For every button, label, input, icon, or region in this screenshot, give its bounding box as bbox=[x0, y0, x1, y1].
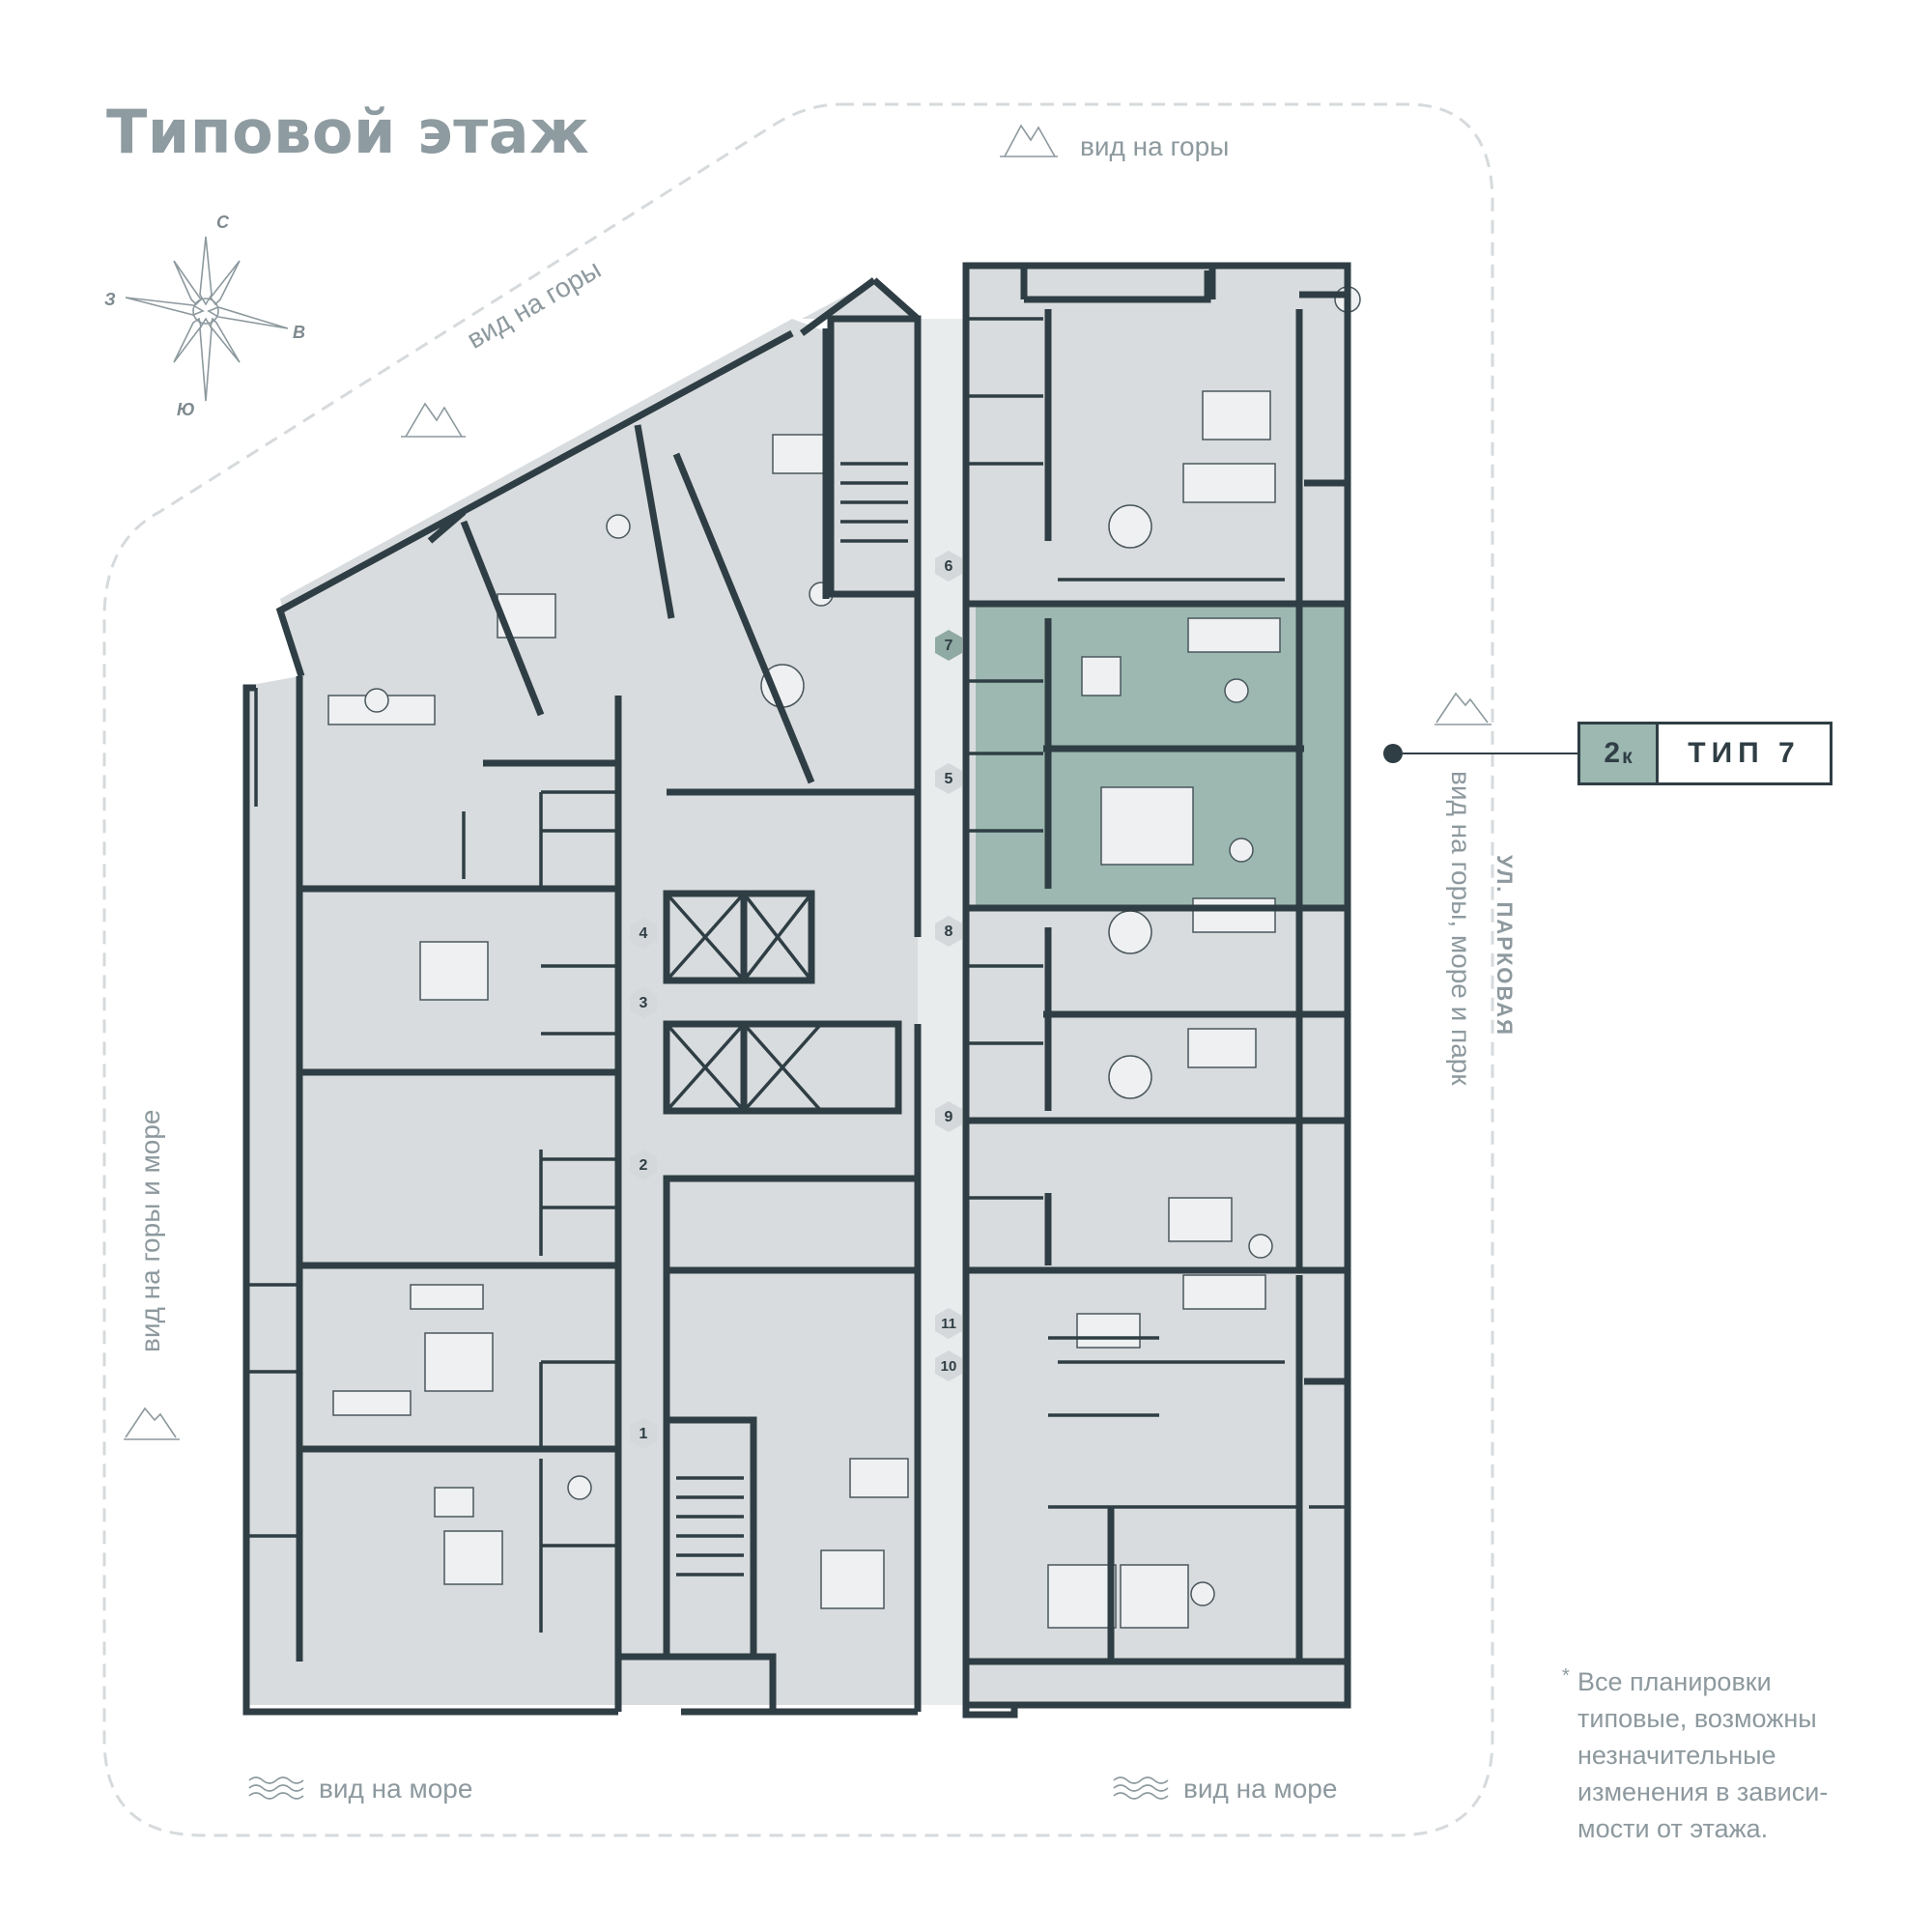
entrance-label-8: 8 bbox=[945, 923, 953, 940]
compass-north-label: С bbox=[216, 213, 229, 232]
left-wing-outer-wall bbox=[275, 329, 794, 678]
entrance-label-3: 3 bbox=[639, 995, 648, 1011]
mountain-icon bbox=[1000, 124, 1058, 157]
entrance-marker-2: 2 bbox=[630, 1150, 657, 1180]
entrance-marker-4: 4 bbox=[630, 918, 657, 949]
view-bottom-left-label: вид на море bbox=[319, 1774, 473, 1804]
entrance-label-10: 10 bbox=[941, 1358, 957, 1375]
page-title: Типовой этаж bbox=[106, 97, 590, 167]
compass-east-label: В bbox=[293, 323, 305, 342]
legend-pointer-dot bbox=[1383, 744, 1403, 763]
view-left-label: вид на горы и море bbox=[135, 1109, 165, 1352]
left-wing-floor bbox=[246, 319, 918, 1705]
entrance-marker-7: 7 bbox=[935, 630, 962, 661]
entrance-label-5: 5 bbox=[945, 771, 953, 787]
right-wing-outer-wall bbox=[962, 262, 1351, 1709]
view-bottom-right-label: вид на море bbox=[1183, 1774, 1338, 1804]
view-right-label: вид на горы, море и парк bbox=[1446, 771, 1476, 1086]
entrance-label-4: 4 bbox=[639, 925, 648, 942]
street-label: УЛ. ПАРКОВАЯ bbox=[1492, 855, 1517, 1037]
wave-icon bbox=[248, 1776, 304, 1800]
entrance-marker-9: 9 bbox=[935, 1101, 962, 1132]
footnote: * Все планировки типовые, возможны незна… bbox=[1562, 1663, 1867, 1847]
entrance-marker-11: 11 bbox=[935, 1308, 962, 1339]
legend-rooms-count: 2 bbox=[1604, 737, 1621, 769]
entrance-label-2: 2 bbox=[639, 1157, 648, 1174]
footnote-text: Все планировки типовые, возможны незначи… bbox=[1577, 1667, 1829, 1843]
wave-icon bbox=[1113, 1776, 1169, 1800]
view-top-label: вид на горы bbox=[1080, 131, 1230, 161]
entrance-label-7: 7 bbox=[945, 638, 953, 654]
corridor-floor bbox=[918, 319, 966, 1705]
entrance-label-9: 9 bbox=[945, 1109, 953, 1125]
entrance-marker-8: 8 bbox=[935, 916, 962, 947]
mountain-icon bbox=[124, 1406, 180, 1440]
legend-type: ТИП 7 bbox=[1688, 737, 1801, 769]
entrance-marker-3: 3 bbox=[630, 987, 657, 1018]
entrance-marker-5: 5 bbox=[935, 763, 962, 794]
legend-rooms-suffix: к bbox=[1622, 746, 1633, 768]
entrance-marker-6: 6 bbox=[935, 551, 962, 582]
entrance-label-1: 1 bbox=[639, 1426, 648, 1442]
entrance-label-11: 11 bbox=[941, 1316, 956, 1332]
entrance-label-6: 6 bbox=[945, 558, 953, 575]
compass-south-label: Ю bbox=[177, 400, 195, 419]
compass-west-label: З bbox=[104, 290, 116, 309]
mountain-icon bbox=[1435, 692, 1492, 725]
site-boundary bbox=[102, 102, 1494, 1837]
compass-rose-icon bbox=[125, 236, 289, 402]
right-wing-floor bbox=[966, 266, 1348, 1705]
entrance-marker-1: 1 bbox=[630, 1418, 657, 1449]
footnote-star: * bbox=[1562, 1665, 1570, 1687]
entrance-markers: 6 7 5 8 9 11 10 4 3 2 1 bbox=[630, 551, 962, 1449]
mountain-icon bbox=[401, 402, 466, 438]
entrance-marker-10: 10 bbox=[935, 1350, 962, 1381]
